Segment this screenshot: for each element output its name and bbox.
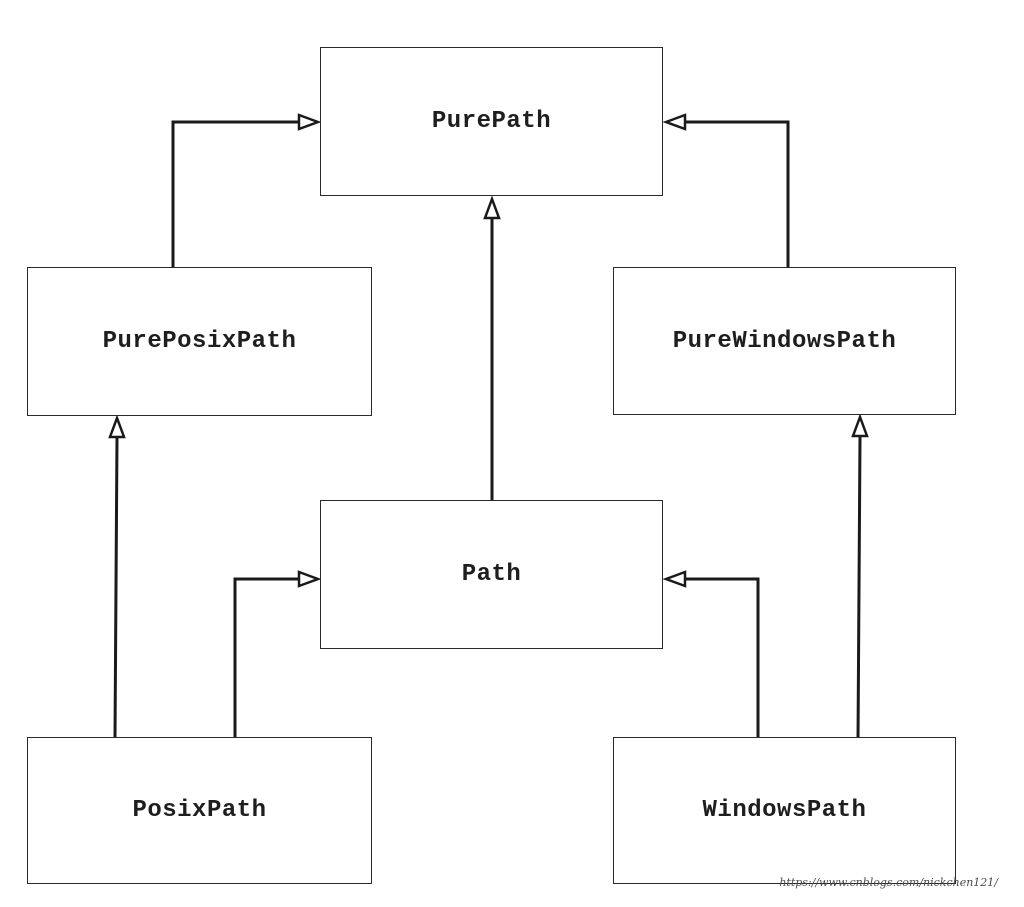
- arrowhead-into-purepath-bottom: [483, 195, 501, 220]
- arrow-windowspath-to-path: [684, 577, 760, 737]
- watermark: https://www.cnblogs.com/nickchen121/: [779, 876, 998, 889]
- class-box-pureposixpath: PurePosixPath: [27, 267, 372, 416]
- arrowhead-into-path-left: [297, 570, 322, 588]
- class-box-path: Path: [320, 500, 663, 649]
- class-box-posixpath: PosixPath: [27, 737, 372, 884]
- arrow-posixpath-to-pureposixpath: [113, 436, 119, 738]
- class-label: PurePath: [431, 108, 552, 135]
- class-label: WindowsPath: [702, 797, 867, 824]
- arrowhead-into-purepath-right: [662, 113, 687, 131]
- class-box-purepath: PurePath: [320, 47, 663, 196]
- arrowhead-into-purewindowspath: [851, 413, 869, 438]
- class-label: PureWindowsPath: [672, 327, 897, 355]
- class-label: PosixPath: [132, 797, 267, 824]
- arrow-posixpath-to-path: [233, 577, 300, 737]
- arrow-purewindowspath-to-purepath: [684, 120, 790, 267]
- arrow-windowspath-to-purewindowspath: [856, 436, 862, 741]
- class-box-purewindowspath: PureWindowsPath: [613, 267, 956, 415]
- arrow-pureposixpath-to-purepath: [171, 120, 300, 267]
- class-label: PurePosixPath: [102, 328, 297, 355]
- class-box-windowspath: WindowsPath: [613, 737, 956, 884]
- arrowhead-into-purepath-left: [297, 113, 322, 131]
- arrowhead-into-pureposixpath: [108, 414, 126, 439]
- arrowhead-into-path-right: [662, 570, 687, 588]
- class-label: Path: [461, 561, 522, 588]
